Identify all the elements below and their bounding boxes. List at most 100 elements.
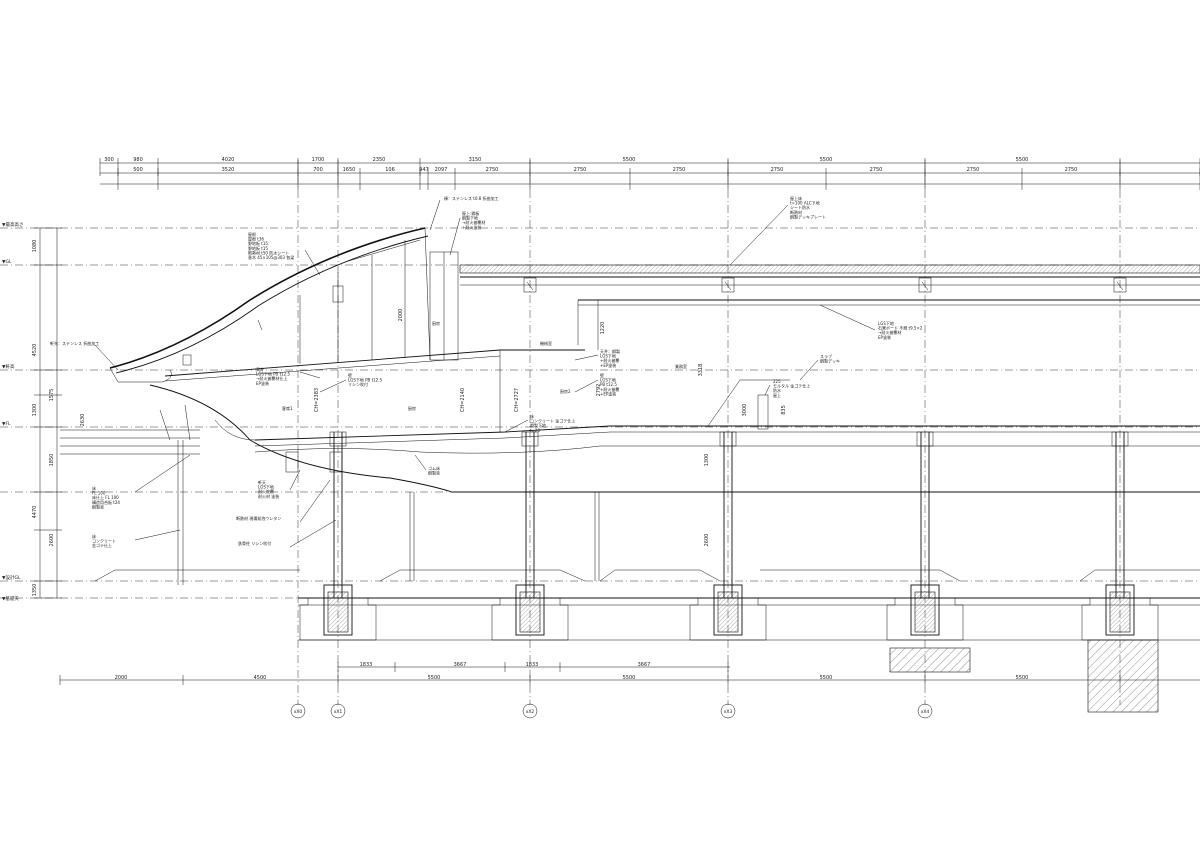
grid-circle-3 xyxy=(720,703,736,719)
top-dim-1: 980 xyxy=(133,157,143,163)
top-dim-3: 1700 xyxy=(312,157,325,163)
dim-inner-5: 2792 xyxy=(596,384,602,397)
top-dim-0: 300 xyxy=(104,157,114,163)
top-dim2-2: 700 xyxy=(313,167,323,173)
dim-inner-9: 835 xyxy=(781,405,787,415)
bottom-dim2-1: 4500 xyxy=(254,675,267,681)
top-dim2-0: 500 xyxy=(133,167,143,173)
foundations xyxy=(94,569,1200,713)
left-dim-3: 1300 xyxy=(32,404,38,417)
dim-inner-4: CH=2727 xyxy=(514,388,520,412)
top-dim-7: 5500 xyxy=(820,157,833,163)
grid-circle-1 xyxy=(330,703,346,719)
dim-inner-11: 2600 xyxy=(704,534,710,547)
grid-label-0: xX0 xyxy=(294,709,303,715)
grid-label-2: xX2 xyxy=(526,709,535,715)
room-label-kitchen: 厨房 xyxy=(432,320,440,326)
left-dim-4: 1850 xyxy=(49,454,55,467)
bottom-dim2-5: 5500 xyxy=(1016,675,1029,681)
bottom-dim1-0: 1833 xyxy=(360,662,373,668)
bottom-dim1-3: 3667 xyxy=(638,662,651,668)
annotation-eave: 軒先：ステンレス 折曲加工 xyxy=(50,340,99,346)
left-dim-6: 2600 xyxy=(49,534,55,547)
bottom-dim2-3: 5500 xyxy=(623,675,636,681)
level-mark-gl: ▼GL xyxy=(2,259,12,265)
top-dim2-4: 106 xyxy=(385,167,395,173)
room-label-seat1: 客席1 xyxy=(282,405,293,411)
dim-inner-0: 2000 xyxy=(398,309,404,322)
room-label-kitchen2: 厨房2 xyxy=(560,388,571,394)
dim-inner-2: CH=2383 xyxy=(314,388,320,412)
room-label-kitchen-2: 厨房 xyxy=(408,405,416,411)
top-dim-4: 2350 xyxy=(373,157,386,163)
top-dim2-12: 2750 xyxy=(967,167,980,173)
left-dim-0: 1080 xyxy=(32,240,38,253)
room-label-office: 業務室 xyxy=(675,363,687,369)
bottom-dim1-1: 3667 xyxy=(454,662,467,668)
dim-inner-10: 1300 xyxy=(704,454,710,467)
flat-roof xyxy=(429,251,1200,432)
annotation-insulation: 断熱材 現場発泡ウレタン xyxy=(236,515,281,521)
grid-label-3: xX3 xyxy=(724,709,733,715)
annotation-floor-mid: ゴム床鋼製束 xyxy=(428,465,440,476)
annotation-roof-top: 屋上:鋼板鋼製下地→耐火被覆材+耐火塗装 xyxy=(462,210,485,230)
dim-inner-1: 2630 xyxy=(80,414,86,427)
level-mark-fl: ▼FL xyxy=(2,421,11,427)
curved-roof xyxy=(109,227,585,383)
top-dim2-8: 2750 xyxy=(574,167,587,173)
left-dim-1: 4520 xyxy=(32,344,38,357)
annotation-ridge: 棟：ステンレス t0.8 折曲加工 xyxy=(444,195,498,201)
bottom-dim1-2: 1833 xyxy=(526,662,539,668)
inner-vertical-dimensions: 2000 2630 CH=2383 CH=2140 CH=2727 2792 1… xyxy=(80,309,787,547)
grid-circle-4 xyxy=(917,703,933,719)
top-dim2-5: 947 xyxy=(419,167,429,173)
level-marks: ▼最高高さ ▼GL ▼軒高 ▼FL ▼設計GL ▼基礎天 xyxy=(2,221,23,602)
level-lines xyxy=(0,227,1200,599)
grid-label-4: xX4 xyxy=(921,709,930,715)
annotation-slab: スラブ鋼製デッキ xyxy=(820,353,840,364)
floor-slab xyxy=(60,384,1200,493)
top-dim2-13: 2750 xyxy=(1065,167,1078,173)
top-dim-5: 3150 xyxy=(469,157,482,163)
room-labels: 厨房 厨房 機械室 客席1 厨房2 業務室 xyxy=(282,320,687,411)
parapet xyxy=(707,379,790,430)
dim-inner-7: 3318 xyxy=(698,364,704,377)
bottom-dim2-4: 5500 xyxy=(820,675,833,681)
dim-inner-8: 3000 xyxy=(742,404,748,417)
level-mark-eave: ▼軒高 xyxy=(2,363,15,370)
annotation-floor-small: 床コンクリート金ゴテ仕上 xyxy=(92,533,116,548)
left-vertical-dimensions: 1080 4520 1575 1300 1850 4470 2600 1350 xyxy=(32,227,62,599)
dim-inner-6: 1220 xyxy=(600,322,606,335)
bottom-dim2-2: 5500 xyxy=(428,675,441,681)
grid-markers: xX0 xX1 xX2 xX3 xX4 xyxy=(290,703,933,719)
top-dim2-9: 2750 xyxy=(673,167,686,173)
room-label-machine: 機械室 xyxy=(540,340,552,346)
columns xyxy=(177,431,1129,598)
left-dim-2: 1575 xyxy=(49,389,55,402)
left-dim-7: 1350 xyxy=(32,584,38,597)
top-dim2-6: 2097 xyxy=(435,167,448,173)
grid-circle-0 xyxy=(290,703,306,719)
top-dim-2: 4020 xyxy=(222,157,235,163)
top-dim-8: 5500 xyxy=(1016,157,1029,163)
top-dim2-11: 2750 xyxy=(870,167,883,173)
bottom-dim2-0: 2000 xyxy=(115,675,128,681)
bottom-dimension-lines: 1833 3667 1833 3667 2000 4500 5500 5500 5500 550… xyxy=(59,662,1200,685)
top-dim2-10: 2750 xyxy=(771,167,784,173)
left-dim-5: 4470 xyxy=(32,506,38,519)
grid-label-1: xX1 xyxy=(334,709,343,715)
